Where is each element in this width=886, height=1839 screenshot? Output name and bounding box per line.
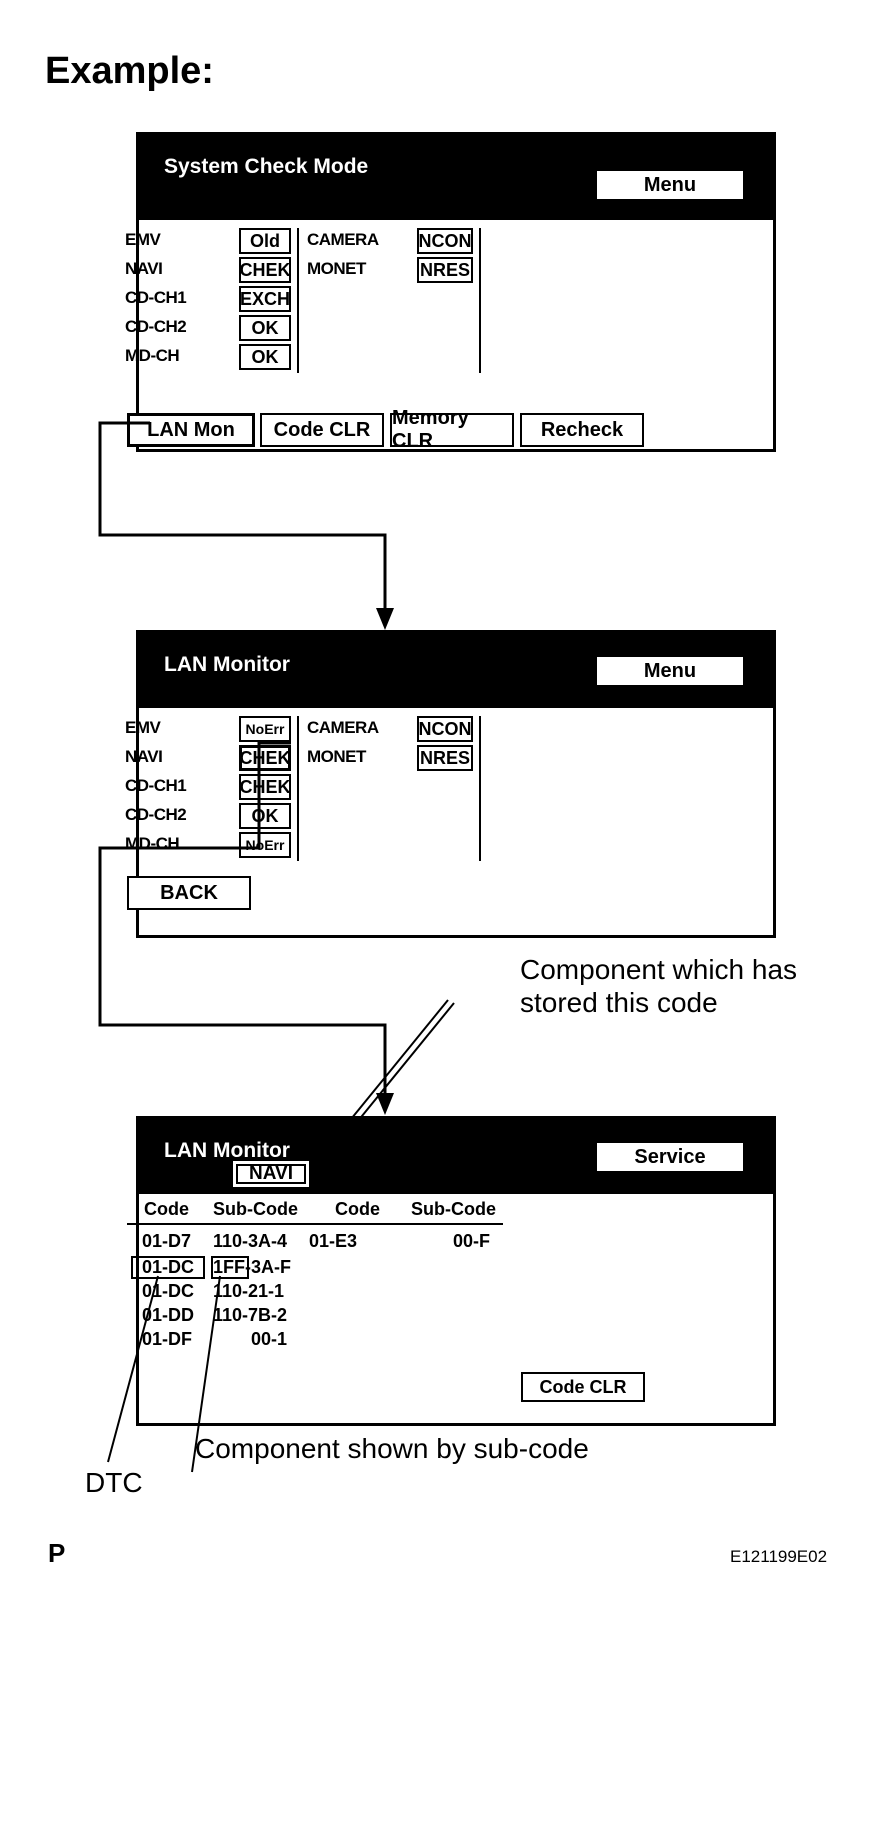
item-label: CD-CH1 (125, 776, 187, 795)
item-label: MONET (307, 747, 366, 766)
component-badge: NAVI (233, 1161, 309, 1187)
status-badge[interactable]: CHEK (239, 745, 291, 771)
annotation-dtc: DTC (85, 1467, 143, 1498)
table-cell: 01-DD (142, 1305, 195, 1325)
table-cell: 01-DC (142, 1257, 195, 1277)
screen-title: System Check Mode (164, 155, 369, 178)
item-label: MONET (307, 259, 366, 278)
menu-button[interactable]: Menu (595, 169, 745, 201)
code-clr-button[interactable]: Code CLR (521, 1372, 645, 1402)
annotation-component-subcode: Component shown by sub-code (195, 1433, 589, 1464)
column-divider (479, 716, 481, 861)
figure-id: E121199E02 (730, 1547, 828, 1566)
table-cell: 110-3A-4 (213, 1231, 288, 1251)
screen-title: LAN Monitor (164, 653, 290, 676)
screen-title: LAN Monitor (164, 1139, 290, 1162)
table-cell: 1FF-3A-F (213, 1257, 291, 1277)
item-label: MD-CH (125, 346, 180, 365)
item-label: MD-CH (125, 834, 180, 853)
status-badge[interactable]: OK (239, 315, 291, 341)
status-badge[interactable]: CHEK (239, 257, 291, 283)
item-label: CAMERA (307, 718, 379, 737)
lan-mon-button[interactable]: LAN Mon (127, 413, 255, 447)
status-badge[interactable]: CHEK (239, 774, 291, 800)
annotation-component-stored: Component which has stored this code (520, 954, 798, 1018)
status-badge[interactable]: OK (239, 803, 291, 829)
left-marker: P (48, 1538, 66, 1568)
arrow-head (376, 1093, 394, 1115)
status-badge[interactable]: Old (239, 228, 291, 254)
status-badge[interactable]: NCON (417, 228, 473, 254)
service-button[interactable]: Service (595, 1141, 745, 1173)
recheck-button[interactable]: Recheck (520, 413, 644, 447)
header-underline (127, 1223, 503, 1225)
status-badge[interactable]: EXCH (239, 286, 291, 312)
item-label: NAVI (125, 747, 163, 766)
column-header: Sub-Code (213, 1199, 298, 1219)
table-cell: 00-1 (251, 1329, 288, 1349)
lan-monitor-codes-screen: LAN Monitor NAVI Service Code Sub-Code C… (127, 1116, 776, 1426)
code-clr-button[interactable]: Code CLR (260, 413, 384, 447)
item-label: CD-CH2 (125, 805, 187, 824)
lan-monitor-screen: LAN Monitor Menu EMV NAVI CD-CH1 CD-CH2 … (125, 630, 776, 938)
item-label: NAVI (125, 259, 163, 278)
table-cell: 00-F (453, 1231, 491, 1251)
table-cell: 01-D7 (142, 1231, 192, 1251)
status-badge[interactable]: NRES (417, 257, 473, 283)
status-badge[interactable]: NoErr (239, 716, 291, 742)
table-cell: 01-DF (142, 1329, 193, 1349)
status-badge[interactable]: NRES (417, 745, 473, 771)
system-check-mode-screen: System Check Mode Menu EMV NAVI CD-CH1 C… (125, 132, 776, 452)
arrow-head (376, 608, 394, 630)
column-header: Code (144, 1199, 189, 1219)
memory-clr-button[interactable]: Memory CLR (390, 407, 514, 452)
column-divider (297, 228, 299, 373)
menu-button[interactable]: Menu (595, 655, 745, 687)
column-divider (479, 228, 481, 373)
column-header: Code (335, 1199, 380, 1219)
item-label: EMV (125, 230, 161, 249)
back-button[interactable]: BACK (127, 876, 251, 910)
table-cell: 01-DC (142, 1281, 195, 1301)
item-label: CD-CH2 (125, 317, 187, 336)
table-cell: 110-7B-2 (213, 1305, 288, 1325)
heading: Example: (45, 50, 214, 92)
status-badge[interactable]: OK (239, 344, 291, 370)
dtc-highlight (131, 1256, 205, 1279)
table-cell: 01-E3 (309, 1231, 358, 1251)
status-badge[interactable]: NoErr (239, 832, 291, 858)
item-label: CAMERA (307, 230, 379, 249)
subcode-highlight (211, 1256, 249, 1279)
status-badge[interactable]: NCON (417, 716, 473, 742)
item-label: EMV (125, 718, 161, 737)
column-header: Sub-Code (411, 1199, 496, 1219)
item-label: CD-CH1 (125, 288, 187, 307)
table-cell: 110-21-1 (213, 1281, 285, 1301)
column-divider (297, 716, 299, 861)
